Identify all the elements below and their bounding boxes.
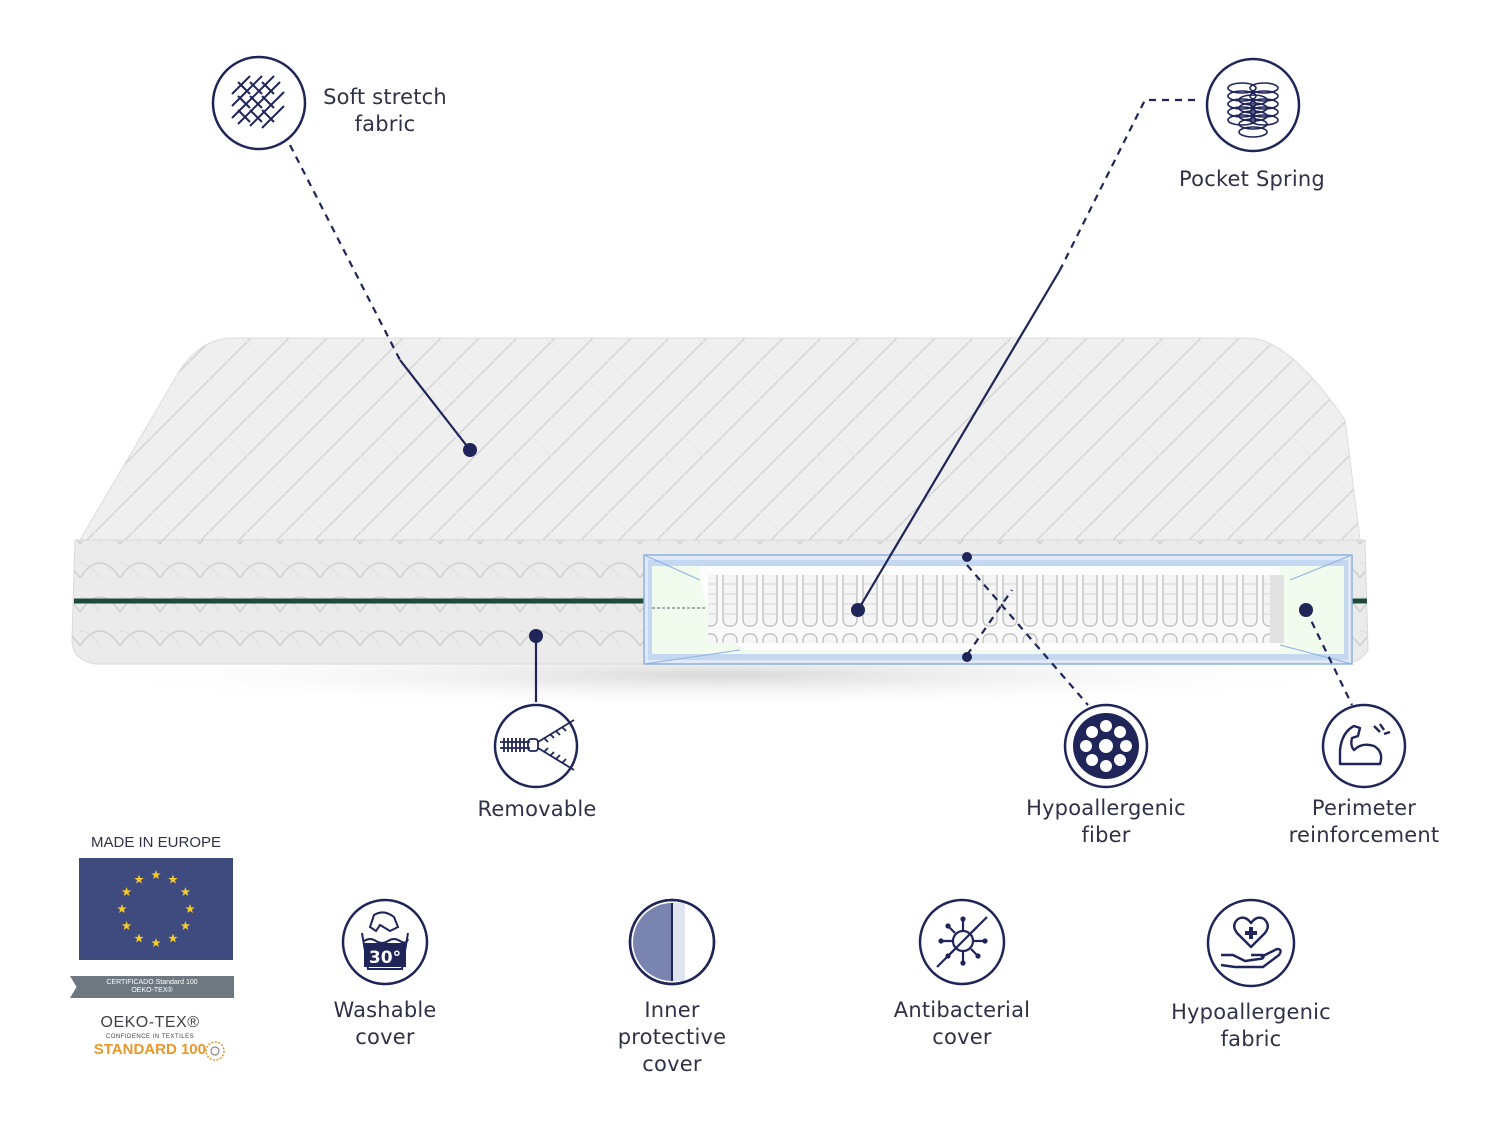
wash-temp-text: 30° xyxy=(369,948,401,968)
pocket-spring-icon xyxy=(1204,56,1302,158)
label-hypoallergenic-fiber: Hypoallergenic fiber xyxy=(1026,796,1186,847)
eu-star xyxy=(168,874,178,884)
oeko-tex-tagline: CONFIDENCE IN TEXTILES xyxy=(105,1034,195,1040)
leader-lines xyxy=(289,98,1353,706)
eu-star xyxy=(185,904,195,914)
certification-badge: MADE IN EUROPE CERTIFICADO Standard 100 … xyxy=(70,834,236,1069)
label-soft-stretch-fabric: Soft stretch fabric xyxy=(323,85,447,136)
hand-heart-icon xyxy=(1205,897,1297,993)
certificate-ribbon: CERTIFICADO Standard 100 OEKO-TEX® xyxy=(70,976,234,998)
eu-star xyxy=(151,870,161,880)
zipper-icon xyxy=(492,702,580,794)
eu-star xyxy=(168,933,178,943)
flexed-arm-icon xyxy=(1320,702,1408,794)
protective-layer-icon xyxy=(627,897,717,991)
eu-star xyxy=(180,921,191,931)
cutaway-section xyxy=(643,554,1353,665)
callout-dots xyxy=(463,443,1313,662)
hand-wash-30-icon: 30° xyxy=(340,897,430,991)
oeko-tex-text: OEKO-TEX® xyxy=(100,1014,200,1031)
eu-star xyxy=(117,904,127,914)
fiber-cluster-icon xyxy=(1062,702,1150,794)
oeko-tex-seal-icon xyxy=(205,1041,225,1061)
eu-flag-icon xyxy=(79,858,233,960)
no-bacteria-icon xyxy=(917,897,1007,991)
eu-star xyxy=(121,921,132,931)
label-washable-cover: Washable cover xyxy=(333,998,437,1049)
standard-100-text: STANDARD 100 xyxy=(93,1041,206,1058)
label-pocket-spring: Pocket Spring xyxy=(1179,167,1325,191)
mattress-top xyxy=(79,337,1361,541)
label-antibacterial-cover: Antibacterial cover xyxy=(893,998,1031,1049)
eu-star xyxy=(180,887,191,897)
eu-star xyxy=(151,938,161,948)
made-in-europe-text: MADE IN EUROPE xyxy=(90,834,222,851)
label-perimeter-reinforcement: Perimeter reinforcement xyxy=(1288,796,1440,847)
label-hypoallergenic-fabric: Hypoallergenic fabric xyxy=(1171,1000,1331,1051)
label-removable: Removable xyxy=(477,797,597,821)
fabric-weave-icon xyxy=(210,54,308,156)
eu-star xyxy=(134,874,144,884)
eu-star xyxy=(121,887,132,897)
eu-star xyxy=(134,933,144,943)
label-inner-protective-cover: Inner protective cover xyxy=(617,998,727,1076)
